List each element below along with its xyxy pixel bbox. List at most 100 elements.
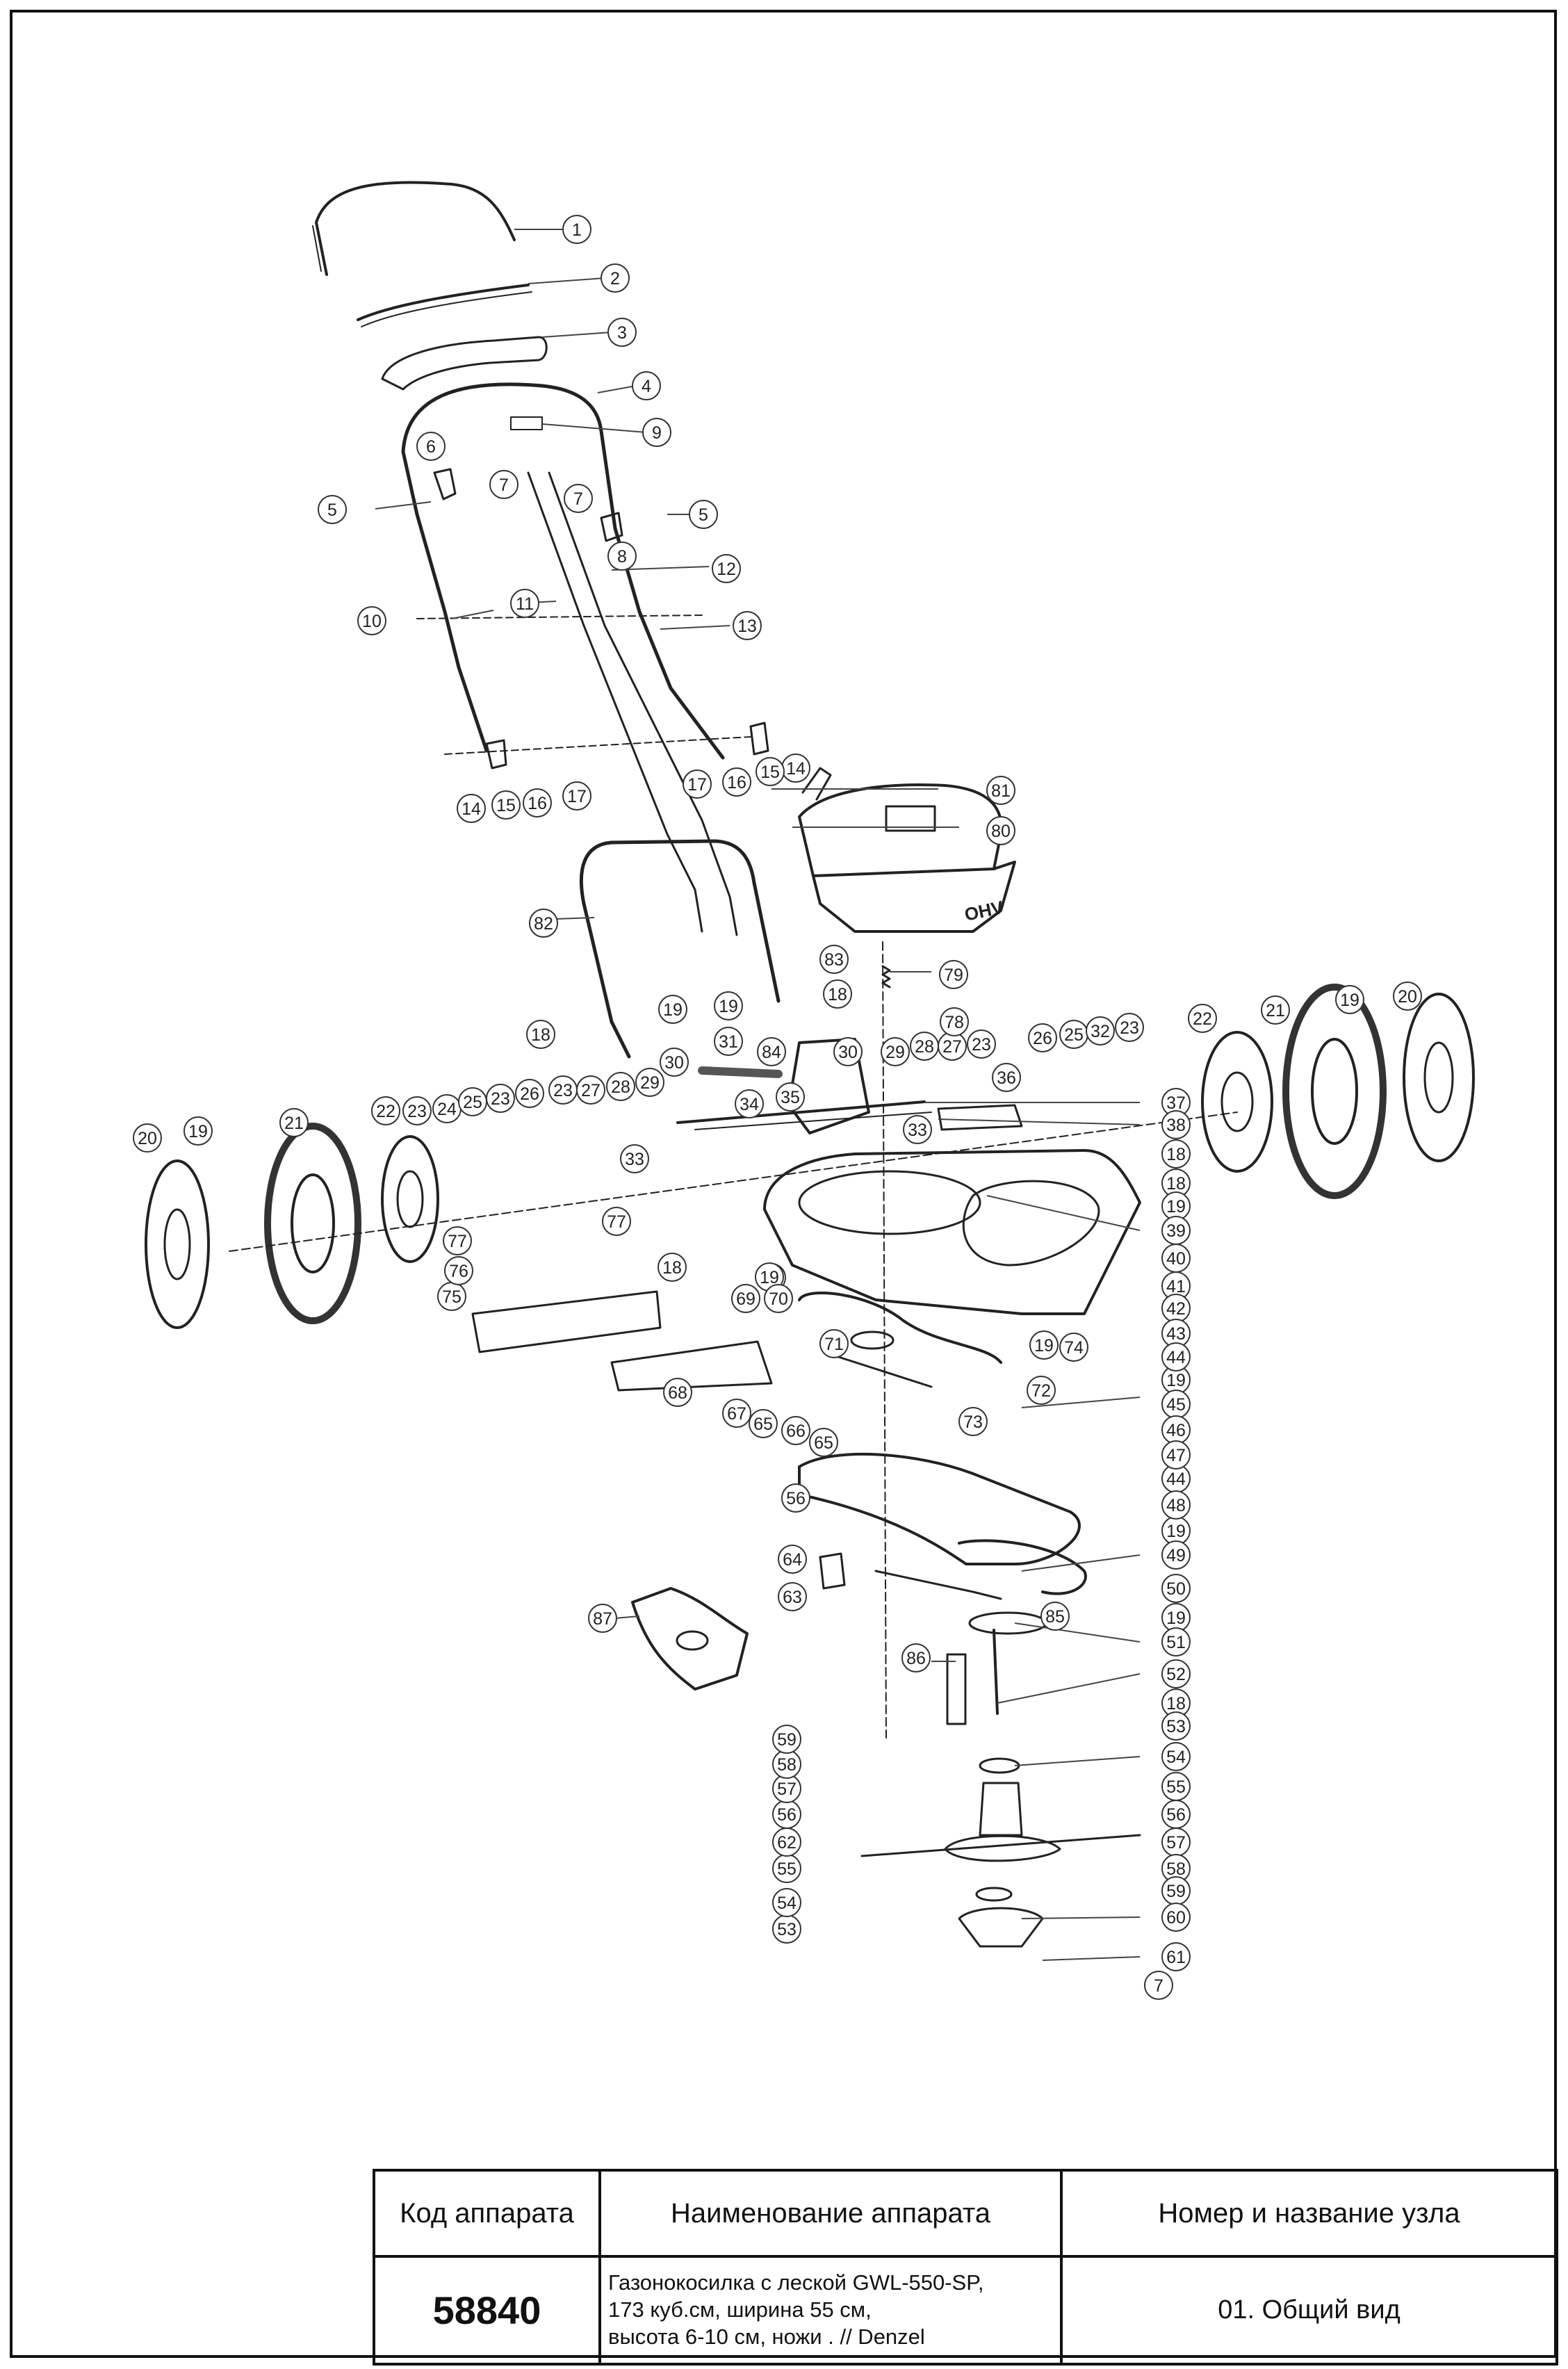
callout-44a: 44	[1161, 1342, 1191, 1371]
device-name: Газонокосилка с леской GWL-550-SP, 173 к…	[598, 2255, 1063, 2366]
callout-26b: 26	[1028, 1023, 1057, 1052]
callout-circle	[772, 1827, 801, 1857]
callout-77b: 77	[602, 1207, 631, 1236]
callout-81: 81	[986, 776, 1015, 805]
callout-circle	[903, 1115, 932, 1144]
callout-42: 42	[1161, 1294, 1191, 1323]
callout-circle	[1161, 1440, 1191, 1470]
callout-number: 35	[781, 1088, 800, 1107]
callout-number: 18	[1166, 1694, 1186, 1713]
callout-24: 24	[432, 1094, 462, 1123]
callout-number: 18	[662, 1258, 682, 1278]
callout-number: 51	[1166, 1633, 1186, 1652]
callout-circle	[564, 484, 593, 513]
callout-number: 32	[1091, 1022, 1110, 1041]
callout-number: 69	[736, 1289, 756, 1309]
callout-circle	[712, 554, 741, 583]
callout-54b: 54	[772, 1888, 801, 1917]
callout-19h: 19	[1161, 1365, 1191, 1394]
callout-17b: 17	[683, 770, 712, 799]
callout-circle	[660, 1048, 689, 1077]
callout-circle	[1393, 982, 1422, 1011]
callout-circle	[576, 1075, 605, 1105]
callout-62: 62	[772, 1827, 801, 1857]
callout-circle	[764, 1284, 793, 1313]
callout-54a: 54	[1161, 1742, 1191, 1771]
callout-number: 53	[1166, 1717, 1186, 1736]
callout-leaders	[375, 229, 1141, 1961]
callout-circle	[940, 1007, 969, 1036]
callout-number: 80	[991, 822, 1011, 841]
callout-number: 28	[611, 1077, 630, 1097]
callout-number: 79	[944, 966, 963, 985]
callout-number: 36	[997, 1068, 1016, 1088]
callout-circle	[910, 1032, 939, 1061]
callout-number: 48	[1166, 1496, 1186, 1515]
callout-number: 77	[448, 1232, 467, 1251]
callout-circle	[809, 1428, 838, 1457]
callout-circle	[607, 318, 637, 347]
callout-circle	[526, 1020, 555, 1049]
callout-number: 14	[786, 759, 806, 779]
callout-number: 61	[1166, 1948, 1186, 1967]
callout-number: 34	[740, 1095, 759, 1114]
callout-44b: 44	[1161, 1464, 1191, 1493]
callout-circle	[458, 1087, 487, 1116]
callout-22a: 22	[371, 1096, 400, 1125]
callout-33a: 33	[620, 1144, 649, 1173]
callout-number: 55	[777, 1859, 797, 1879]
callout-18b: 18	[823, 979, 852, 1009]
callout-number: 20	[1398, 987, 1417, 1007]
callout-number: 56	[786, 1489, 806, 1508]
callout-number: 26	[1033, 1029, 1052, 1048]
callout-circle	[489, 470, 518, 499]
callout-53a: 53	[1161, 1711, 1191, 1741]
callout-number: 67	[727, 1404, 746, 1424]
callout-circle	[756, 757, 785, 786]
callout-32: 32	[1086, 1016, 1115, 1045]
callout-16b: 16	[722, 767, 751, 797]
callout-number: 26	[520, 1084, 539, 1104]
callout-number: 27	[581, 1081, 601, 1100]
callout-number: 85	[1045, 1607, 1065, 1627]
callout-circle	[529, 909, 558, 938]
callout-45: 45	[1161, 1390, 1191, 1419]
callout-69: 69	[731, 1284, 760, 1313]
callout-56a: 56	[781, 1483, 810, 1513]
callout-circle	[523, 788, 552, 817]
callout-number: 27	[942, 1037, 962, 1057]
callout-33b: 33	[903, 1115, 932, 1144]
callout-number: 56	[1166, 1805, 1186, 1825]
callout-52: 52	[1161, 1659, 1191, 1688]
callout-circle	[714, 1027, 743, 1056]
callout-circle	[658, 995, 687, 1024]
callout-25b: 25	[1059, 1020, 1088, 1049]
callout-number: 23	[407, 1102, 427, 1121]
callout-circle	[1028, 1023, 1057, 1052]
callout-circle	[602, 1207, 631, 1236]
callout-number: 7	[573, 489, 583, 509]
part-drawings	[145, 181, 1475, 1948]
title-block-value-row: 58840 Газонокосилка с леской GWL-550-SP,…	[373, 2255, 1558, 2366]
callout-14b: 14	[781, 754, 810, 783]
callout-circle	[562, 781, 591, 811]
callout-number: 47	[1166, 1446, 1186, 1465]
callout-36: 36	[992, 1063, 1021, 1092]
callout-8: 8	[607, 542, 637, 571]
callout-number: 25	[1064, 1025, 1084, 1045]
callout-68: 68	[663, 1378, 692, 1407]
callout-number: 45	[1166, 1395, 1186, 1415]
callout-number: 50	[1166, 1579, 1186, 1599]
callout-circle	[781, 1416, 810, 1445]
callout-55b: 55	[772, 1854, 801, 1883]
callout-number: 30	[838, 1043, 858, 1062]
callout-23b: 23	[486, 1084, 515, 1113]
callout-number: 19	[1034, 1336, 1054, 1356]
callout-circle	[1161, 1139, 1191, 1169]
callout-58a: 58	[772, 1750, 801, 1779]
callout-number: 44	[1166, 1348, 1186, 1367]
callout-number: 31	[719, 1032, 738, 1052]
callout-circle	[133, 1123, 162, 1153]
callout-number: 19	[1166, 1197, 1186, 1216]
